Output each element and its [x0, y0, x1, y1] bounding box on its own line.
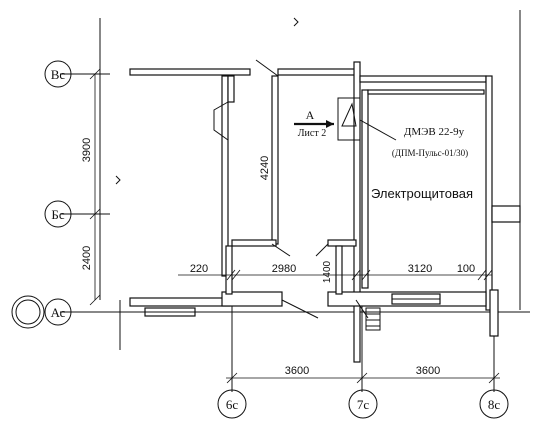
svg-text:Бс: Бс: [51, 207, 64, 222]
dim-2980: 2980: [272, 263, 296, 275]
device-label: ДМЭВ 22-9у: [404, 126, 465, 138]
walls: [129, 61, 521, 363]
left-dimension-chain: 3900 2400: [81, 68, 101, 306]
axis-bubble-vs: Вс: [44, 60, 72, 88]
dim-3120: 3120: [408, 263, 432, 275]
dim-3600-right: 3600: [416, 365, 440, 377]
dim-3900: 3900: [81, 138, 93, 162]
section-reference: А Лист 2: [294, 108, 334, 139]
svg-text:Ас: Ас: [51, 305, 66, 320]
dim-3600-left: 3600: [285, 365, 309, 377]
axis-bubble-7c: 7с: [348, 389, 378, 419]
device-symbol: ДМЭВ 22-9у (ДПМ-Пульс-01/30): [337, 97, 468, 158]
dim-2400: 2400: [81, 246, 93, 270]
svg-text:6с: 6с: [226, 397, 239, 412]
axis-bubble-8c: 8с: [479, 389, 509, 419]
svg-text:8с: 8с: [488, 397, 501, 412]
break-marks: [115, 17, 299, 185]
device-sublabel: (ДПМ-Пульс-01/30): [392, 148, 468, 158]
dim-4240-group: 4240: [259, 80, 279, 244]
room-label: Электрощитовая: [371, 186, 473, 201]
sheet-ref: Лист 2: [298, 128, 326, 139]
axis-bubble-bs: Бс: [44, 200, 72, 228]
dim-220: 220: [190, 263, 208, 275]
mid-dimension-chain: 220 2980 3120 100: [178, 263, 493, 281]
axis-bubble-as: Ас: [11, 295, 72, 329]
dim-1400: 1400: [322, 260, 333, 283]
dim-4240: 4240: [259, 156, 271, 180]
section-mark: А: [306, 108, 315, 122]
dim-1400-group: 1400: [322, 260, 333, 283]
bottom-dimension-chain: 3600 3600: [226, 306, 500, 392]
svg-text:Вс: Вс: [51, 67, 66, 82]
dim-100: 100: [457, 263, 475, 275]
axis-bubble-6c: 6с: [217, 389, 247, 419]
grid-lines: [60, 10, 530, 350]
svg-text:7с: 7с: [357, 397, 370, 412]
